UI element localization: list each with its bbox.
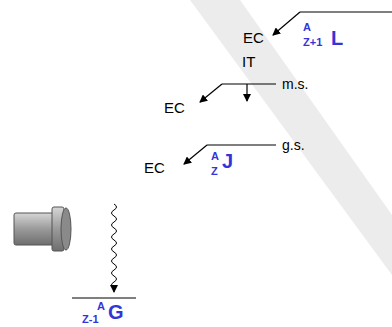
- atomic-number: Z-1: [82, 314, 99, 325]
- decay-mode-label: IT: [242, 54, 255, 69]
- ec-arrow: [184, 145, 207, 164]
- mass-number: A: [211, 151, 219, 162]
- metastable-level: [222, 83, 276, 84]
- gamma-ray: [112, 204, 117, 292]
- detector-icon: [14, 207, 71, 251]
- atomic-number: Z+1: [303, 37, 322, 48]
- mass-number: A: [97, 301, 105, 312]
- decay-mode-label: EC: [164, 100, 185, 115]
- level-label: g.s.: [282, 138, 305, 152]
- nuclide-symbol: G: [108, 302, 124, 322]
- atomic-number: Z: [211, 166, 218, 177]
- nuclide-symbol: L: [331, 28, 343, 48]
- level-label: m.s.: [282, 77, 308, 91]
- ec-arrow: [273, 12, 300, 35]
- decay-mode-label: EC: [144, 160, 165, 175]
- watermark-band: [190, 0, 392, 275]
- ec-arrow: [200, 84, 222, 102]
- decay-mode-label: EC: [243, 30, 264, 45]
- ground-state-level: [207, 144, 276, 145]
- it-arrow: [246, 84, 247, 101]
- nuclide-symbol: J: [222, 151, 233, 171]
- daughter-level: [72, 297, 136, 298]
- parent-level: [300, 11, 392, 12]
- mass-number: A: [303, 22, 311, 33]
